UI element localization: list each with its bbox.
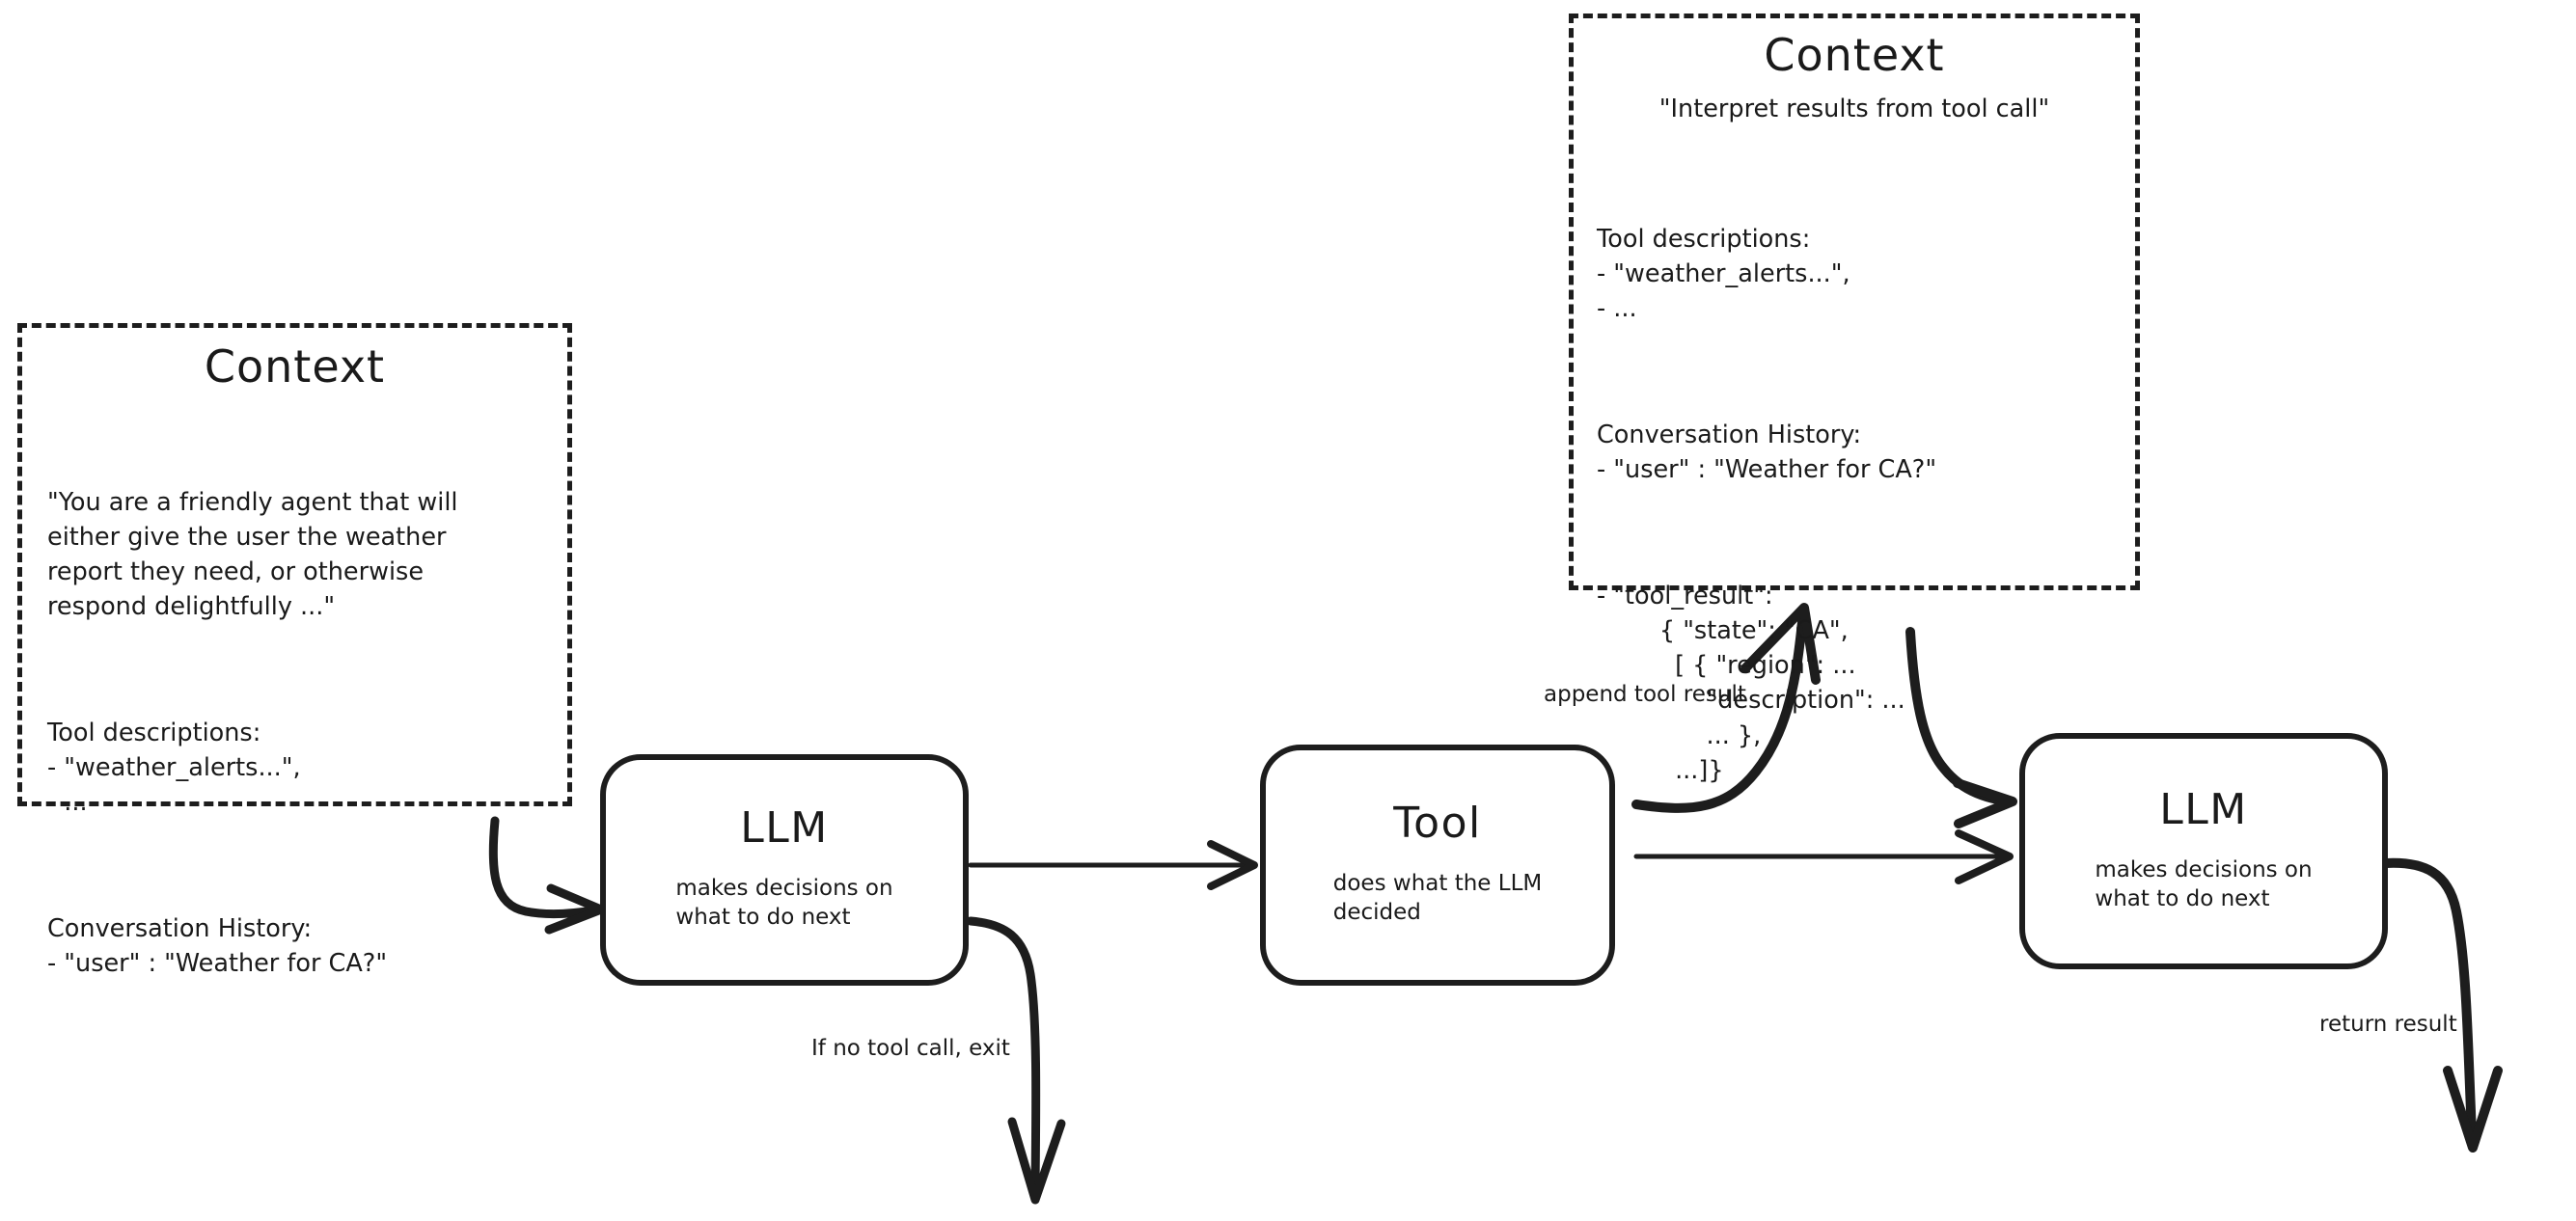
context-left-title: Context <box>204 340 386 393</box>
node-llm-right-title: LLM <box>2159 784 2248 834</box>
edge-label-append-tool-result: append tool result <box>1544 682 1746 707</box>
edge-context-left-to-llm-arrowhead <box>544 883 606 935</box>
context-right-quote: "Interpret results from tool call" <box>1658 95 2050 124</box>
node-llm-left[interactable]: LLM makes decisions on what to do next <box>600 754 969 986</box>
edge-llm2-return-result-arrowhead <box>2443 1066 2503 1153</box>
context-right-paragraph-conversation-history: Conversation History: - "user" : "Weathe… <box>1597 420 1937 485</box>
edge-label-return-result: return result <box>2319 1012 2457 1037</box>
context-box-left: Context "You are a friendly agent that w… <box>17 323 572 978</box>
node-llm-right-subtitle: makes decisions on what to do next <box>2095 856 2313 911</box>
node-tool-subtitle: does what the LLM decided <box>1332 871 1543 925</box>
context-box-right: Context "Interpret results from tool cal… <box>1569 14 2140 785</box>
context-right-paragraph-tool-descriptions: Tool descriptions: - "weather_alerts..."… <box>1597 224 1850 324</box>
context-left-paragraph-tool-descriptions: Tool descriptions: - "weather_alerts..."… <box>47 718 301 818</box>
context-right-paragraph-tool-result: - "tool_result": { "state": "CA", [ { "r… <box>1597 581 1905 785</box>
node-llm-left-title: LLM <box>740 803 829 854</box>
edge-llm-to-tool-arrowhead <box>1207 840 1258 890</box>
context-left-paragraph-system-prompt: "You are a friendly agent that will eith… <box>47 487 458 622</box>
edge-label-if-no-tool-call-exit: If no tool call, exit <box>811 1036 1010 1061</box>
context-right-title: Context <box>1764 29 1945 81</box>
node-tool-title: Tool <box>1393 799 1482 849</box>
context-left-body: "You are a friendly agent that will eith… <box>47 415 542 1050</box>
node-tool[interactable]: Tool does what the LLM decided <box>1260 745 1615 986</box>
node-llm-left-subtitle: makes decisions on what to do next <box>675 876 893 930</box>
context-right-body: Tool descriptions: - "weather_alerts..."… <box>1597 152 2112 858</box>
node-llm-right[interactable]: LLM makes decisions on what to do next <box>2019 733 2388 969</box>
edge-llm-exit-arrowhead <box>1007 1117 1066 1205</box>
context-left-paragraph-conversation-history: Conversation History: - "user" : "Weathe… <box>47 913 388 979</box>
edge-llm2-return-result <box>2381 857 2477 1138</box>
